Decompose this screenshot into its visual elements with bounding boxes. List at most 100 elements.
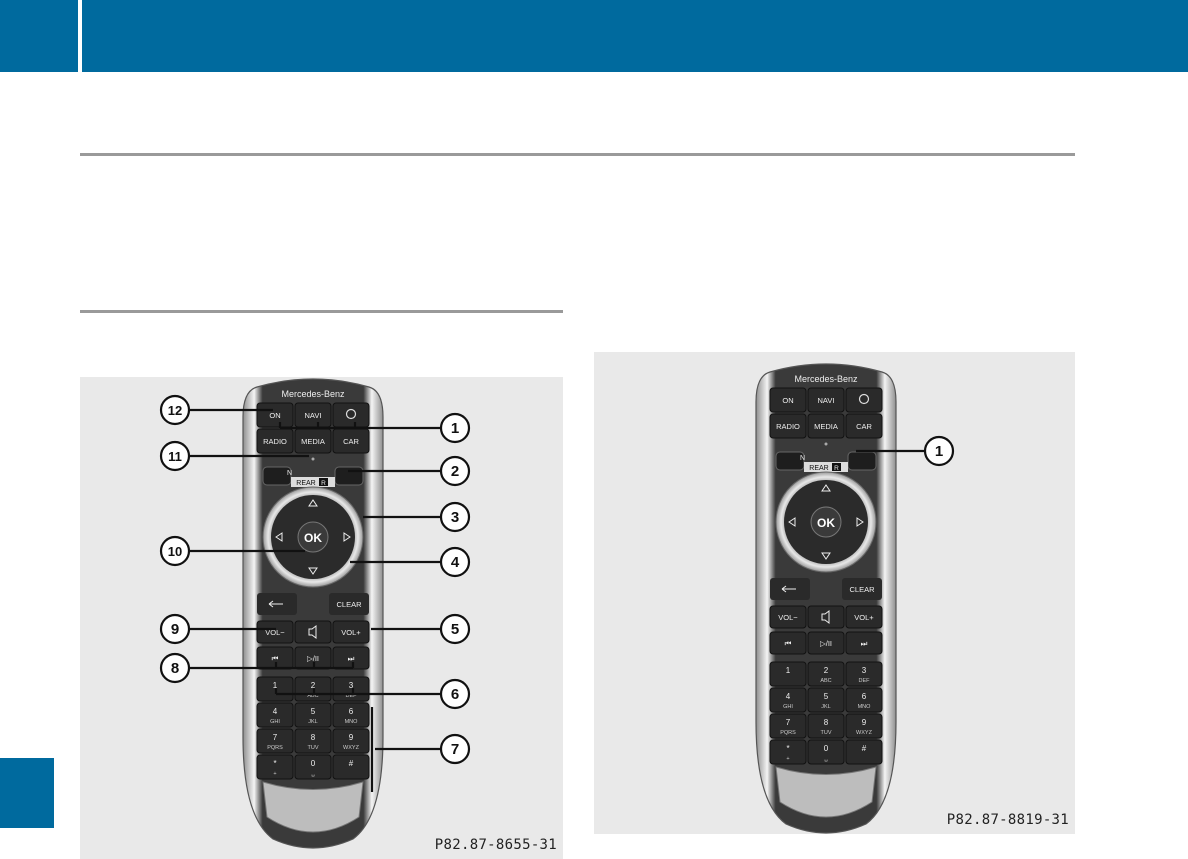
remote-base [262,781,364,833]
number-key-digit: 2 [824,666,829,675]
top-key-label: NAVI [818,396,835,405]
callout-label: 4 [451,554,460,571]
number-key-letters: TUV [308,745,319,751]
top-key-label: CAR [856,422,872,431]
callout-1: 1 [856,435,955,467]
media-key [769,631,807,655]
number-key-digit: 8 [311,733,316,742]
brand-logo: Mercedes-Benz [281,389,345,399]
callout-circle [159,613,191,645]
number-key-letters: WXYZ [856,730,873,736]
number-key [332,728,370,754]
top-key [256,428,294,454]
callout-circle [923,435,955,467]
rear-badge-label: R [321,480,326,487]
media-key [845,605,883,629]
number-key-digit: 4 [786,692,791,701]
globe-icon [345,408,357,420]
number-key-digit: * [273,759,276,768]
number-key-letters: TUV [821,730,832,736]
media-key [807,605,845,629]
number-key-letters: ABC [820,678,831,684]
number-key-letters: + [273,771,276,777]
number-key-digit: 5 [311,707,316,716]
number-key [769,739,807,765]
number-key-digit: 2 [311,681,316,690]
arrow-up-icon [308,499,318,507]
number-key-digit: # [862,744,867,753]
top-key-label: NAVI [305,411,322,420]
rear-toggle-right [334,466,364,486]
number-key [769,661,807,687]
number-key-digit: 9 [349,733,354,742]
number-key-letters: PQRS [267,745,283,751]
number-key-digit: 4 [273,707,278,716]
media-key-label: VOL− [265,628,285,637]
callout-5: 5 [371,613,471,645]
clear-label: CLEAR [336,600,362,609]
media-key-label: ⏭ [861,639,868,648]
arrow-left-icon [275,532,283,542]
rear-toggle-left [775,451,805,471]
number-key [769,713,807,739]
number-key-digit: 9 [862,718,867,727]
top-key-label: ON [269,411,280,420]
callout-label: 9 [171,621,179,638]
top-key [807,413,845,439]
media-key-label: ▷/II [307,654,319,663]
number-key-letters: ␣ [824,756,828,762]
indicator-lamp [824,442,828,446]
number-key-letters: JKL [821,704,830,710]
rear-badge [832,463,841,471]
number-key-digit: * [786,744,789,753]
number-key-letters: + [786,756,789,762]
header-bar [0,0,1188,72]
rear-toggle-left [262,466,292,486]
callout-label: 12 [168,403,182,418]
callout-circle [439,613,471,645]
number-key-letters: MNO [858,704,872,710]
number-key-digit: 8 [824,718,829,727]
media-key-label: VOL+ [341,628,361,637]
callout-7: 7 [370,707,471,792]
callout-4: 4 [350,546,471,578]
number-key-letters: GHI [783,704,793,710]
ok-label: OK [817,516,835,530]
callout-line [274,688,441,696]
rear-label: REAR [809,465,828,472]
number-key-digit: # [349,759,354,768]
number-key [256,702,294,728]
rear-label: REAR [296,480,315,487]
callout-line [370,707,441,792]
number-key-digit: 1 [786,666,791,675]
ok-label: OK [304,531,322,545]
back-icon [268,600,283,608]
callout-11: 11 [159,440,309,472]
globe-icon [858,393,870,405]
remote-base [775,766,877,818]
rear-n-label: N [800,455,805,462]
number-key-letters: ␣ [311,771,315,777]
number-key [845,687,883,713]
arrow-right-icon [856,517,864,527]
number-key-letters: PQRS [780,730,796,736]
callout-circle [439,455,471,487]
callout-label: 11 [168,449,182,464]
callout-circle [159,535,191,567]
section-rule [80,153,1075,156]
media-key-label: ⏮ [785,639,792,648]
number-key [845,713,883,739]
callout-8: 8 [159,652,355,684]
number-key-digit: 1 [273,681,278,690]
callout-1: 1 [278,412,471,444]
number-key-digit: 5 [824,692,829,701]
callout-circle [439,733,471,765]
top-key [845,387,883,413]
number-key-letters: MNO [345,719,359,725]
clear-key [842,578,882,600]
indicator-lamp [311,457,315,461]
